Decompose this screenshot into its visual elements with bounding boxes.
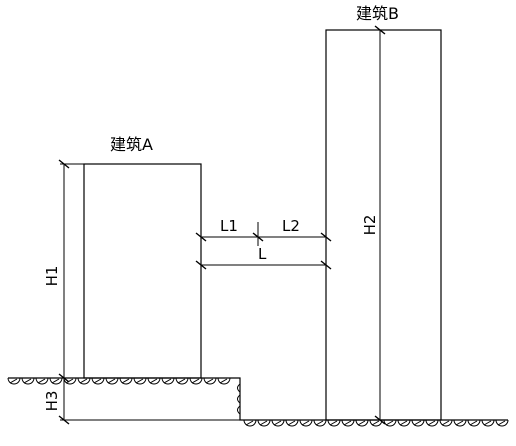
ground-hatch-mark [341,419,355,427]
ground-hatch-mark [257,419,271,427]
ground-hatch-mark [175,377,189,385]
ground-hatch-mark [397,419,411,427]
ground-hatch-mark [383,419,397,427]
ground-hatch-mark [7,377,21,385]
ground-hatch-mark [217,377,231,385]
ground-hatch-stroke [315,420,324,426]
ground-hatch-stroke [37,378,46,384]
ground-hatch-stroke [107,378,116,384]
h3-dimension: H3 [43,378,240,425]
ground-hatch-stroke [343,420,352,426]
l1-l2-dimension: L1 L2 [195,217,332,246]
building-a-label: 建筑A [110,135,153,154]
ground-hatch-stroke [399,420,408,426]
ground-hatch-mark [189,377,203,385]
ground-hatch-stroke [273,420,282,426]
ground-hatch-mark [411,419,425,427]
ground-hatch-stroke [205,378,214,384]
ground-hatch-stroke [413,420,422,426]
ground-hatch-mark [467,419,481,427]
ground-hatch-mark [161,377,175,385]
ground-hatch-stroke [385,420,394,426]
l-dimension: L [195,245,332,270]
ground-hatch-mark [453,419,467,427]
ground-profile [7,377,509,427]
ground-hatch-mark [91,377,105,385]
ground-hatch-mark [425,419,439,427]
ground-hatch-mark [77,377,91,385]
ground-hatch-mark [313,419,327,427]
ground-hatch-stroke [93,378,102,384]
ground-hatch-mark [133,377,147,385]
ground-hatch-stroke [121,378,130,384]
ground-hatch-stroke [357,420,366,426]
ground-hatch-stroke [65,378,74,384]
ground-hatch-step [237,383,241,415]
ground-hatch-mark [203,377,217,385]
ground-hatch-stroke [177,378,186,384]
ground-hatch-stroke [371,420,380,426]
ground-hatch-mark [355,419,369,427]
ground-hatch-stroke [219,378,228,384]
ground-hatch-stroke [441,420,450,426]
ground-hatch-stroke [163,378,172,384]
ground-hatch-stroke [149,378,158,384]
l1-label: L1 [220,217,238,235]
h3-label: H3 [43,391,61,412]
ground-hatch-mark [481,419,495,427]
ground-hatch-mark [271,419,285,427]
ground-hatch-stroke [497,420,506,426]
ground-hatch-mark [35,377,49,385]
building-b-outline [325,29,442,421]
ground-hatch-stroke [245,420,254,426]
ground-hatch-stroke [287,420,296,426]
l2-label: L2 [282,217,300,235]
h2-label: H2 [361,215,379,236]
h2-dimension: H2 [361,25,386,425]
ground-hatch-stroke [455,420,464,426]
ground-hatch-stroke [135,378,144,384]
ground-hatch-stroke [51,378,60,384]
ground-hatch-mark [495,419,509,427]
ground-hatch-stroke [23,378,32,384]
ground-hatch-lower [243,419,509,427]
ground-hatch-stroke [79,378,88,384]
ground-hatch-stroke [427,420,436,426]
ground-hatch-mark [21,377,35,385]
ground-hatch-mark [119,377,133,385]
ground-hatch-stroke [469,420,478,426]
ground-hatch-mark [327,419,341,427]
ground-hatch-mark [105,377,119,385]
building-a-outline [83,163,202,379]
ground-hatch-mark [299,419,313,427]
ground-hatch-stroke [191,378,200,384]
ground-hatch-mark [147,377,161,385]
l-label: L [258,245,267,263]
ground-hatch-mark [243,419,257,427]
ground-hatch-mark [439,419,453,427]
h1-label: H1 [43,266,61,287]
ground-hatch-upper [7,377,231,385]
ground-hatch-stroke [301,420,310,426]
ground-hatch-stroke [259,420,268,426]
building-b-label: 建筑B [356,4,399,23]
ground-hatch-stroke [9,378,18,384]
ground-hatch-stroke [329,420,338,426]
ground-hatch-stroke [483,420,492,426]
h1-dimension: H1 [43,159,84,383]
ground-hatch-mark [285,419,299,427]
ground-hatch-mark [49,377,63,385]
